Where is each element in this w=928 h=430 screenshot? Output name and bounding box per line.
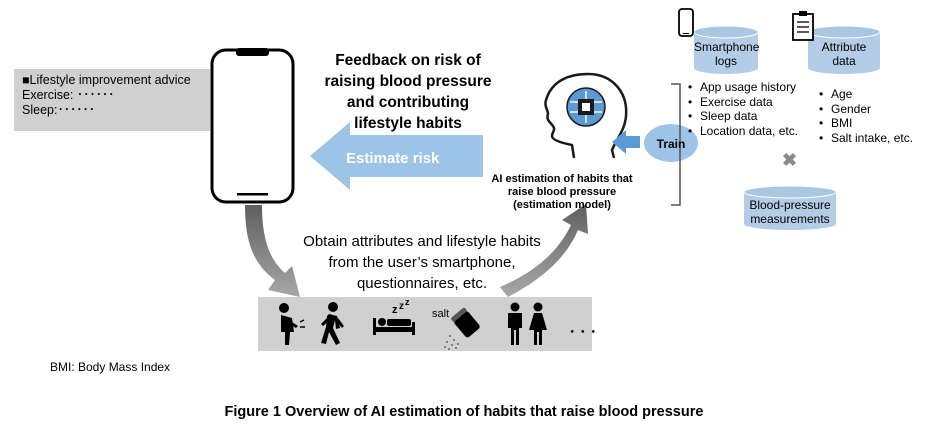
advice-sleep: Sleep:･･････ [22,103,95,117]
up-curved-arrow [500,204,588,297]
ai-label-line: AI estimation of habits that [491,173,633,185]
salt-shaker-icon [444,307,480,350]
bp-measurements-label: Blood-pressure measurements [744,198,836,226]
bmi-note: BMI: Body Mass Index [50,360,171,374]
svg-text:z: z [392,304,398,316]
obtain-line: questionnaires, etc. [356,275,488,292]
down-curved-arrow [245,205,300,297]
estimate-risk-arrow [310,122,483,190]
svg-text:z: z [405,297,410,307]
small-phone-icon [678,8,694,37]
cylinder-label-line: Smartphone [694,40,760,54]
man-woman-icon [508,302,547,345]
figure-caption: Figure 1 Overview of AI estimation of ha… [224,404,704,420]
attribute-data-cylinder [807,25,881,74]
feedback-line: lifestyle habits [354,115,462,132]
train-ellipse [644,124,698,162]
feedback-line: raising blood pressure [324,73,492,90]
train-label: Train [656,137,686,151]
multiply-symbol: ✖ [782,150,798,170]
list-item: Gender [819,102,913,117]
attribute-data-label: Attribute data [808,40,880,68]
walking-person-icon [321,302,344,345]
ai-label-line: raise blood pressure [507,186,617,198]
smartphone-logs-cylinder [693,25,759,74]
clipboard-icon [792,11,814,41]
feedback-line: and contributing [346,94,470,111]
svg-text:z: z [399,301,404,312]
obtain-text: Obtain attributes and lifestyle habits f… [282,231,562,294]
estimate-risk-label: Estimate risk [346,150,440,167]
data-bracket [671,83,681,206]
obtain-line: Obtain attributes and lifestyle habits [303,233,541,250]
cylinder-label-line: Blood-pressure [749,198,831,212]
salt-label: salt [432,308,450,320]
list-item: Location data, etc. [688,124,798,139]
cylinder-label-line: data [832,54,856,68]
list-item: App usage history [688,80,798,95]
smartphone-icon [210,48,295,204]
person-stomachache-icon [279,303,305,345]
smartphone-logs-list: App usage history Exercise data Sleep da… [688,80,798,138]
bp-measurements-cylinder [743,185,837,230]
advice-title: ■Lifestyle improvement advice [22,73,191,87]
list-item: Exercise data [688,95,798,110]
cylinder-label-line: Attribute [821,40,867,54]
smartphone-logs-label: Smartphone logs [694,40,760,68]
ai-model-label: AI estimation of habits that raise blood… [488,173,636,212]
lifestyle-advice-box: ■Lifestyle improvement advice Exercise: … [14,69,210,131]
list-item: Salt intake, etc. [819,131,913,146]
feedback-text: Feedback on risk of raising blood pressu… [296,50,520,134]
advice-exercise: Exercise: ･･････ [22,88,115,102]
obtain-line: from the user’s smartphone, [328,254,516,271]
train-blue-arrow [612,130,640,154]
ai-head-icon [544,72,628,159]
feedback-line: Feedback on risk of [335,52,481,69]
cylinder-label-line: measurements [750,212,830,226]
list-item: BMI [819,116,913,131]
list-item: Age [819,87,913,102]
sleeping-bed-icon: z z z [373,297,415,335]
ai-label-line: (estimation model) [513,199,611,211]
more-dots: ･･･ [568,323,600,342]
cylinder-label-line: logs [714,54,737,68]
list-item: Sleep data [688,109,798,124]
attribute-data-list: Age Gender BMI Salt intake, etc. [819,87,913,145]
